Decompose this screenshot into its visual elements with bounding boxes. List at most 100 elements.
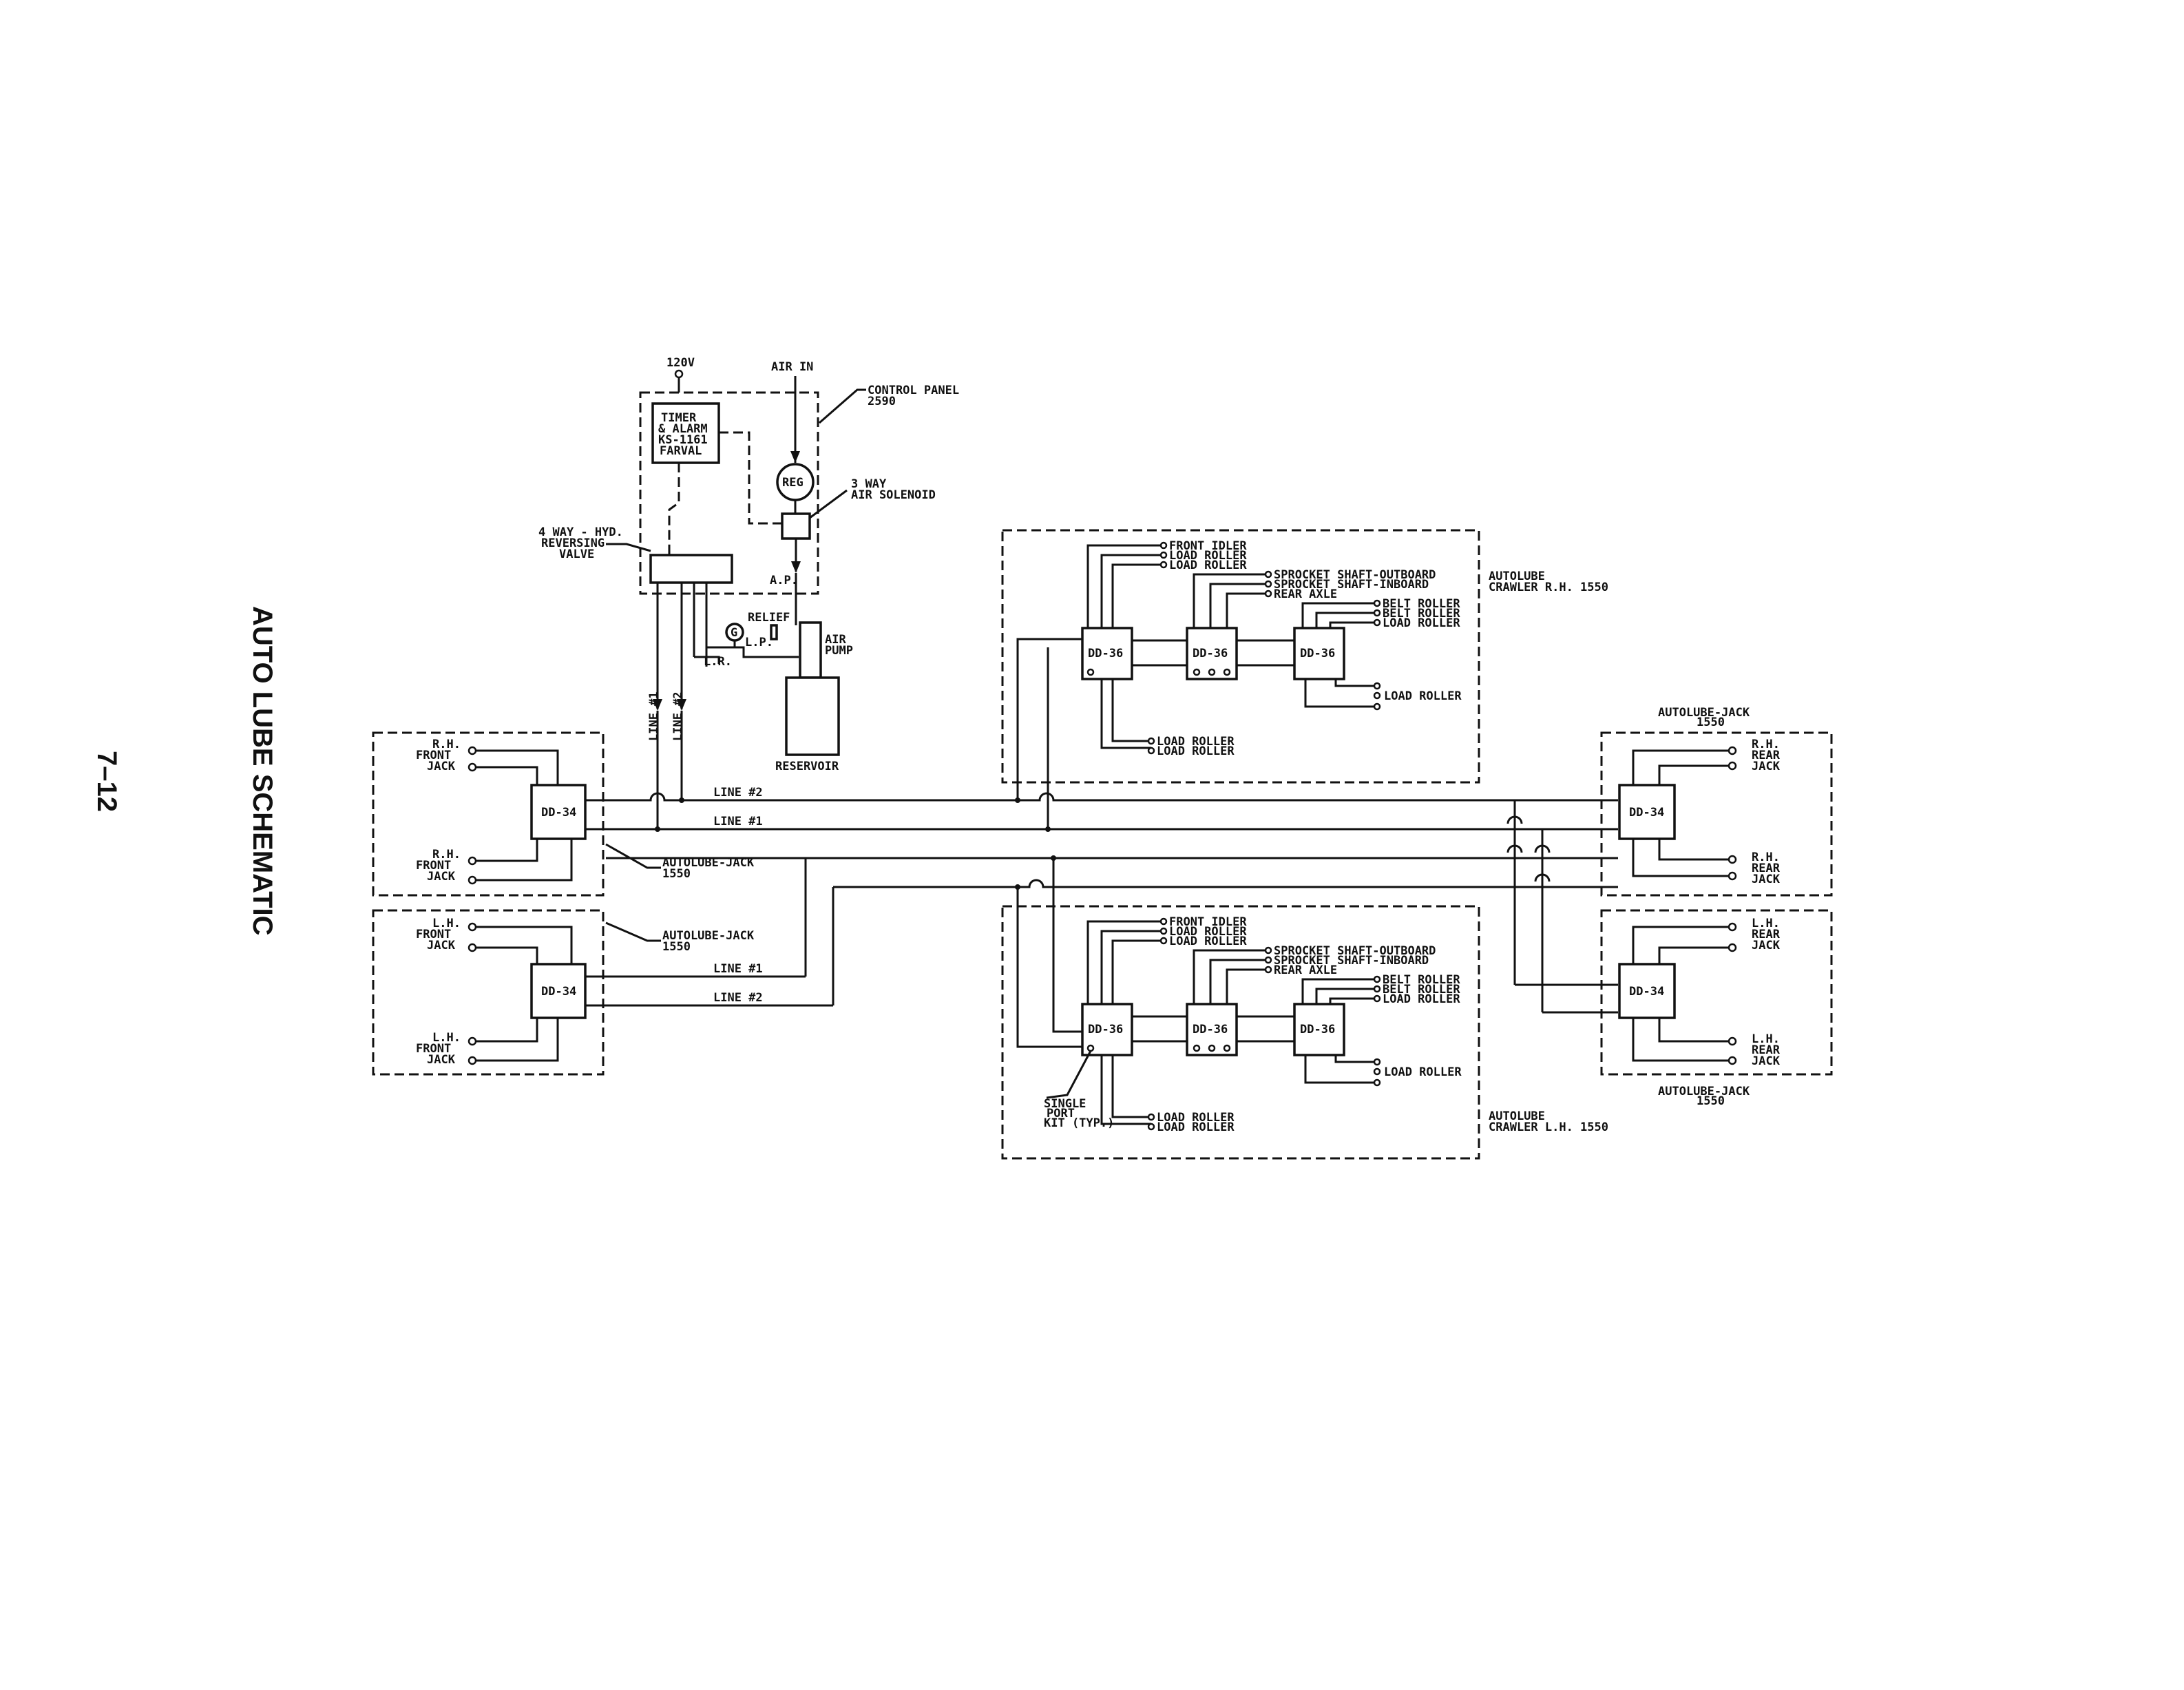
control-panel-number: 2590	[868, 395, 896, 408]
crawler-lh-title-1: AUTOLUBE	[1489, 1109, 1545, 1123]
timer-line-3: KS-1161	[658, 433, 708, 447]
supply-lines: LINE #2 LINE #1 LINE #1 LINE #2	[605, 638, 1618, 1048]
rh-rear-jack-bottom-3: JACK	[1752, 873, 1781, 886]
crawler-lh-g2-3: REAR AXLE	[1274, 963, 1337, 977]
lh-front-jack-border	[372, 909, 605, 1076]
page-number: 7–12	[92, 751, 122, 812]
reversing-valve	[649, 554, 733, 584]
rear-autolube-number-top: 1550	[1697, 716, 1725, 729]
crawler-lh-title-2: CRAWLER L.H. 1550	[1489, 1120, 1608, 1134]
crawler-rh-g2-2: SPROCKET SHAFT-INBOARD	[1274, 578, 1429, 592]
crawler-lh-g1-2: LOAD ROLLER	[1169, 925, 1247, 939]
rh-rear-jack-border	[1600, 731, 1833, 897]
lh-rear-jack-top-2: REAR	[1752, 928, 1781, 941]
lh-rear-jack-bottom-1: L.H.	[1752, 1032, 1780, 1046]
dd36-label-rh-1: DD-36	[1088, 647, 1123, 660]
autolube-jack-label-2: AUTOLUBE-JACK	[662, 929, 755, 943]
dd34-valve-lh-front	[530, 963, 587, 1019]
reg-label: REG	[782, 476, 804, 490]
crawler-rh-title-2: CRAWLER R.H. 1550	[1489, 581, 1608, 594]
air-pump-label-2: PUMP	[825, 644, 853, 658]
crawler-rh-g3-3: LOAD ROLLER	[1383, 616, 1460, 630]
rh-front-jack-top-2: FRONT	[416, 749, 451, 762]
lh-rear-jack-border	[1600, 909, 1833, 1076]
line2-label: LINE #2	[713, 786, 763, 800]
crawler-rh-g2-1: SPROCKET SHAFT-OUTBOARD	[1274, 568, 1436, 582]
lh-front-jack-top-2: FRONT	[416, 928, 451, 941]
dd36-label-rh-3: DD-36	[1300, 647, 1335, 660]
crawler-lh-bottom-1: LOAD ROLLER	[1157, 1111, 1235, 1125]
crawler-lh-g2-1: SPROCKET SHAFT-OUTBOARD	[1274, 944, 1436, 958]
crawler-lh-border	[1001, 905, 1480, 1160]
air-solenoid	[781, 512, 811, 540]
rh-rear-jack-top-1: R.H.	[1752, 738, 1780, 751]
ap-label: A.P.	[770, 574, 798, 587]
line1-vertical-label: LINE #1	[647, 691, 661, 741]
lh-rear-jack-bottom-2: REAR	[1752, 1043, 1781, 1057]
line1-label: LINE #1	[713, 815, 763, 828]
lp-label: L.P.	[745, 636, 773, 649]
lh-front-jack-module: DD-34 L.H. FRONT JACK L.H. FRONT JACK AU…	[372, 909, 755, 1076]
lh-front-jack-top-3: JACK	[427, 939, 456, 952]
dd34-label-3: DD-34	[1629, 806, 1664, 820]
dd34-valve-rh-rear	[1618, 784, 1676, 840]
supply-label: 120V	[666, 356, 695, 370]
dd36-valve-lh-3	[1293, 1003, 1345, 1056]
reservoir-label: RESERVOIR	[775, 760, 839, 773]
control-panel: 120V AIR IN CONTROL PANEL 2590 TIMER & A…	[538, 356, 959, 773]
timer-line-2: & ALARM	[658, 422, 708, 436]
dd34-label-2: DD-34	[541, 985, 576, 999]
line1-lower-label: LINE #1	[713, 962, 763, 976]
autolube-jack-number-2: 1550	[662, 940, 691, 954]
rh-rear-jack-top-2: REAR	[1752, 749, 1781, 762]
dd36-label-lh-1: DD-36	[1088, 1023, 1123, 1036]
relief-label: RELIEF	[748, 611, 790, 625]
supply-terminal	[674, 369, 684, 379]
dd34-label: DD-34	[541, 806, 576, 820]
dd36-label-lh-2: DD-36	[1193, 1023, 1228, 1036]
crawler-lh-g3-3: LOAD ROLLER	[1383, 992, 1460, 1006]
crawler-lh-module: AUTOLUBE CRAWLER L.H. 1550 DD-36 DD-36 D…	[1001, 905, 1608, 1160]
crawler-rh-g1-3: LOAD ROLLER	[1169, 559, 1247, 572]
solenoid-label-1: 3 WAY	[851, 477, 887, 491]
dd36-label-rh-2: DD-36	[1193, 647, 1228, 660]
single-port-label-1: SINGLE	[1044, 1097, 1086, 1111]
crawler-lh-g3-2: BELT ROLLER	[1383, 983, 1460, 997]
valve-label-3: VALVE	[559, 547, 594, 561]
crawler-rh-g1-1: FRONT IDLER	[1169, 539, 1247, 553]
rh-front-jack-bottom-3: JACK	[427, 870, 456, 884]
crawler-rh-border	[1001, 529, 1480, 784]
autolube-jack-number-1: 1550	[662, 867, 691, 881]
air-pump-label-1: AIR	[825, 633, 846, 647]
crawler-rh-g2-3: REAR AXLE	[1274, 587, 1337, 601]
dd34-valve-rh-front	[530, 784, 587, 840]
rh-rear-jack-top-3: JACK	[1752, 760, 1781, 773]
lh-front-jack-bottom-1: L.H.	[432, 1031, 461, 1045]
control-panel-border	[639, 391, 819, 595]
crawler-lh-g1-3: LOAD ROLLER	[1169, 935, 1247, 948]
lh-front-jack-top-1: L.H.	[432, 917, 461, 930]
crawler-rh-bottom-2: LOAD ROLLER	[1157, 744, 1235, 758]
crawler-lh-g2-2: SPROCKET SHAFT-INBOARD	[1274, 954, 1429, 968]
rh-front-jack-border	[372, 731, 605, 897]
timer-line-1: TIMER	[661, 411, 697, 425]
crawler-rh-g3-1: BELT ROLLER	[1383, 597, 1460, 611]
line2-vertical-label: LINE #2	[671, 691, 685, 741]
valve-label-2: REVERSING	[541, 536, 605, 550]
timer-line-4: FARVAL	[660, 444, 702, 458]
rh-rear-jack-bottom-1: R.H.	[1752, 851, 1780, 864]
lh-rear-jack-top-1: L.H.	[1752, 917, 1780, 930]
dd34-valve-lh-rear	[1618, 963, 1676, 1019]
crawler-lh-bottom-2: LOAD ROLLER	[1157, 1120, 1235, 1134]
crawler-lh-g1-1: FRONT IDLER	[1169, 915, 1247, 929]
relief-valve	[770, 624, 778, 640]
rh-front-jack-module: DD-34 R.H. FRONT JACK R.H. FRONT JACK AU…	[372, 731, 755, 897]
schematic-title: AUTO LUBE SCHEMATIC	[247, 606, 277, 936]
valve-label-1: 4 WAY - HYD.	[538, 525, 623, 539]
lh-rear-jack-bottom-3: JACK	[1752, 1054, 1781, 1068]
crawler-rh-g3-2: BELT ROLLER	[1383, 607, 1460, 620]
rh-rear-jack-bottom-2: REAR	[1752, 862, 1781, 875]
crawler-rh-g1-2: LOAD ROLLER	[1169, 549, 1247, 563]
crawler-rh-title-1: AUTOLUBE	[1489, 570, 1545, 583]
